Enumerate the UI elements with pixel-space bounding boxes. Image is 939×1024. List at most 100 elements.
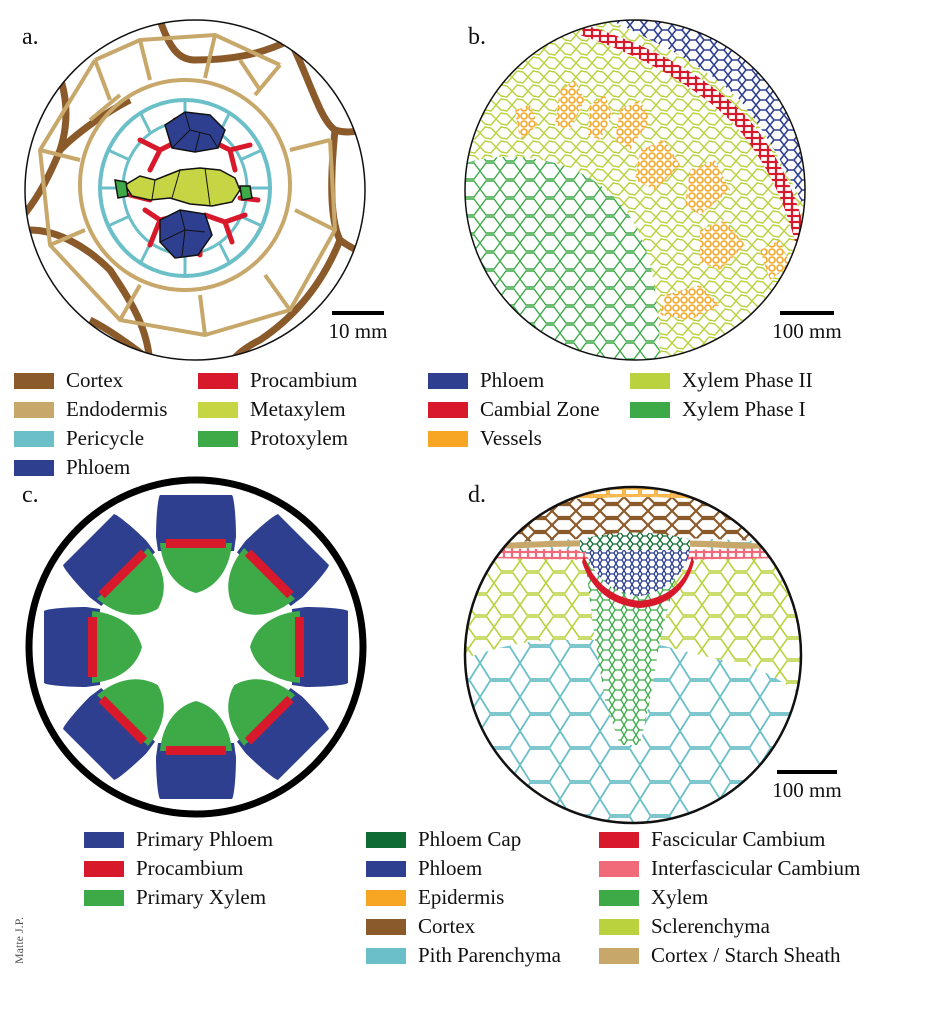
legend-label: Procambium [250,368,358,392]
legend-label: Phloem [418,856,483,880]
legend-swatch [630,372,670,389]
legend-item-cortex-starch-sheath: Cortex / Starch Sheath [599,943,841,968]
legend-item-sclerenchyma: Sclerenchyma [599,914,770,939]
legend-label: Vessels [480,426,542,450]
legend-swatch [14,372,54,389]
primary-xylem [160,701,232,751]
legend-swatch [630,401,670,418]
legend-label: Xylem Phase II [682,368,813,392]
procambium [166,746,226,755]
legend-swatch [14,430,54,447]
panel-b-scale-bar: 100 mm [762,311,852,344]
legend-panel-c: Primary Phloem Procambium Primary Xylem [84,827,344,917]
legend-swatch [599,918,639,935]
legend-item-epidermis: Epidermis [366,885,504,910]
author-credit: Matte J.P. [12,916,26,964]
legend-item-protoxylem: Protoxylem [198,426,348,451]
legend-swatch [366,947,406,964]
legend-item-pith-parenchyma: Pith Parenchyma [366,943,561,968]
legend-item-metaxylem: Metaxylem [198,397,346,422]
primary-phloem [63,514,155,606]
primary-phloem [237,688,329,780]
legend-label: Phloem [66,455,131,479]
legend-label: Pith Parenchyma [418,943,561,967]
legend-label: Procambium [136,856,244,880]
legend-item-cortex: Cortex [14,368,123,393]
primary-phloem [63,688,155,780]
panel-a-scale-label: 10 mm [328,319,388,343]
legend-label: Cortex [418,914,476,938]
vascular-bundle [156,701,236,799]
legend-swatch [428,372,468,389]
panel-d-scale-bar: 100 mm [762,770,852,803]
procambium [244,549,294,599]
vascular-bundle [63,679,164,780]
panel-a-label: a. [22,24,39,50]
panel-c-label: c. [22,482,39,508]
scale-bar-line [332,311,384,315]
legend-label: Cambial Zone [480,397,600,421]
vascular-bundle [63,514,164,615]
legend-label: Protoxylem [250,426,348,450]
legend-swatch [599,831,639,848]
primary-xylem [92,611,142,683]
legend-panel-d: Phloem Cap Phloem Epidermis Cortex Pith … [366,827,936,977]
legend-label: Metaxylem [250,397,346,421]
legend-swatch [599,947,639,964]
vascular-bundle [44,607,142,687]
procambium [88,617,97,677]
legend-label: Sclerenchyma [651,914,770,938]
legend-swatch [428,430,468,447]
legend-label: Epidermis [418,885,505,909]
legend-item-cortex: Cortex [366,914,475,939]
legend-item-procambium: Procambium [84,856,243,881]
legend-label: Primary Xylem [136,885,267,909]
legend-label: Interfascicular Cambium [651,856,861,880]
scale-bar-line [780,311,834,315]
legend-swatch [198,372,238,389]
primary-xylem [160,543,232,593]
legend-swatch [599,889,639,906]
legend-item-vessels: Vessels [428,426,542,451]
legend-label: Endodermis [66,397,168,421]
legend-item-interfascicular-cambium: Interfascicular Cambium [599,856,860,881]
procambium [166,539,226,548]
legend-label: Fascicular Cambium [651,827,826,851]
legend-item-xylem-phase-ii: Xylem Phase II [630,368,813,393]
legend-item-xylem-phase-i: Xylem Phase I [630,397,806,422]
legend-label: Primary Phloem [136,827,274,851]
primary-phloem [156,743,236,799]
primary-phloem [292,607,348,687]
procambium [98,695,148,745]
panel-a-scale-bar: 10 mm [322,311,394,344]
primary-phloem [156,495,236,551]
legend-swatch [14,401,54,418]
legend-item-phloem: Phloem [366,856,482,881]
procambium [98,549,148,599]
panel-b-label: b. [468,24,486,50]
legend-item-primary-phloem: Primary Phloem [84,827,273,852]
vascular-bundle [156,495,236,593]
panel-d-label: d. [468,482,486,508]
panel-d-scale-label: 100 mm [772,778,842,802]
procambium [244,695,294,745]
legend-item-endodermis: Endodermis [14,397,167,422]
legend-item-xylem: Xylem [599,885,708,910]
legend-label: Cortex / Starch Sheath [651,943,841,967]
legend-item-phloem: Phloem [14,455,130,480]
legend-item-pericycle: Pericycle [14,426,144,451]
legend-label: Cortex [66,368,124,392]
scale-bar-line [777,770,837,774]
legend-label: Xylem [651,885,709,909]
legend-swatch [366,831,406,848]
legend-swatch [198,430,238,447]
legend-swatch [14,459,54,476]
vascular-bundle [250,607,348,687]
legend-label: Phloem [480,368,545,392]
procambium [295,617,304,677]
legend-swatch [198,401,238,418]
panel-b-scale-label: 100 mm [772,319,842,343]
legend-swatch [428,401,468,418]
primary-phloem [44,607,100,687]
primary-xylem [228,548,295,615]
